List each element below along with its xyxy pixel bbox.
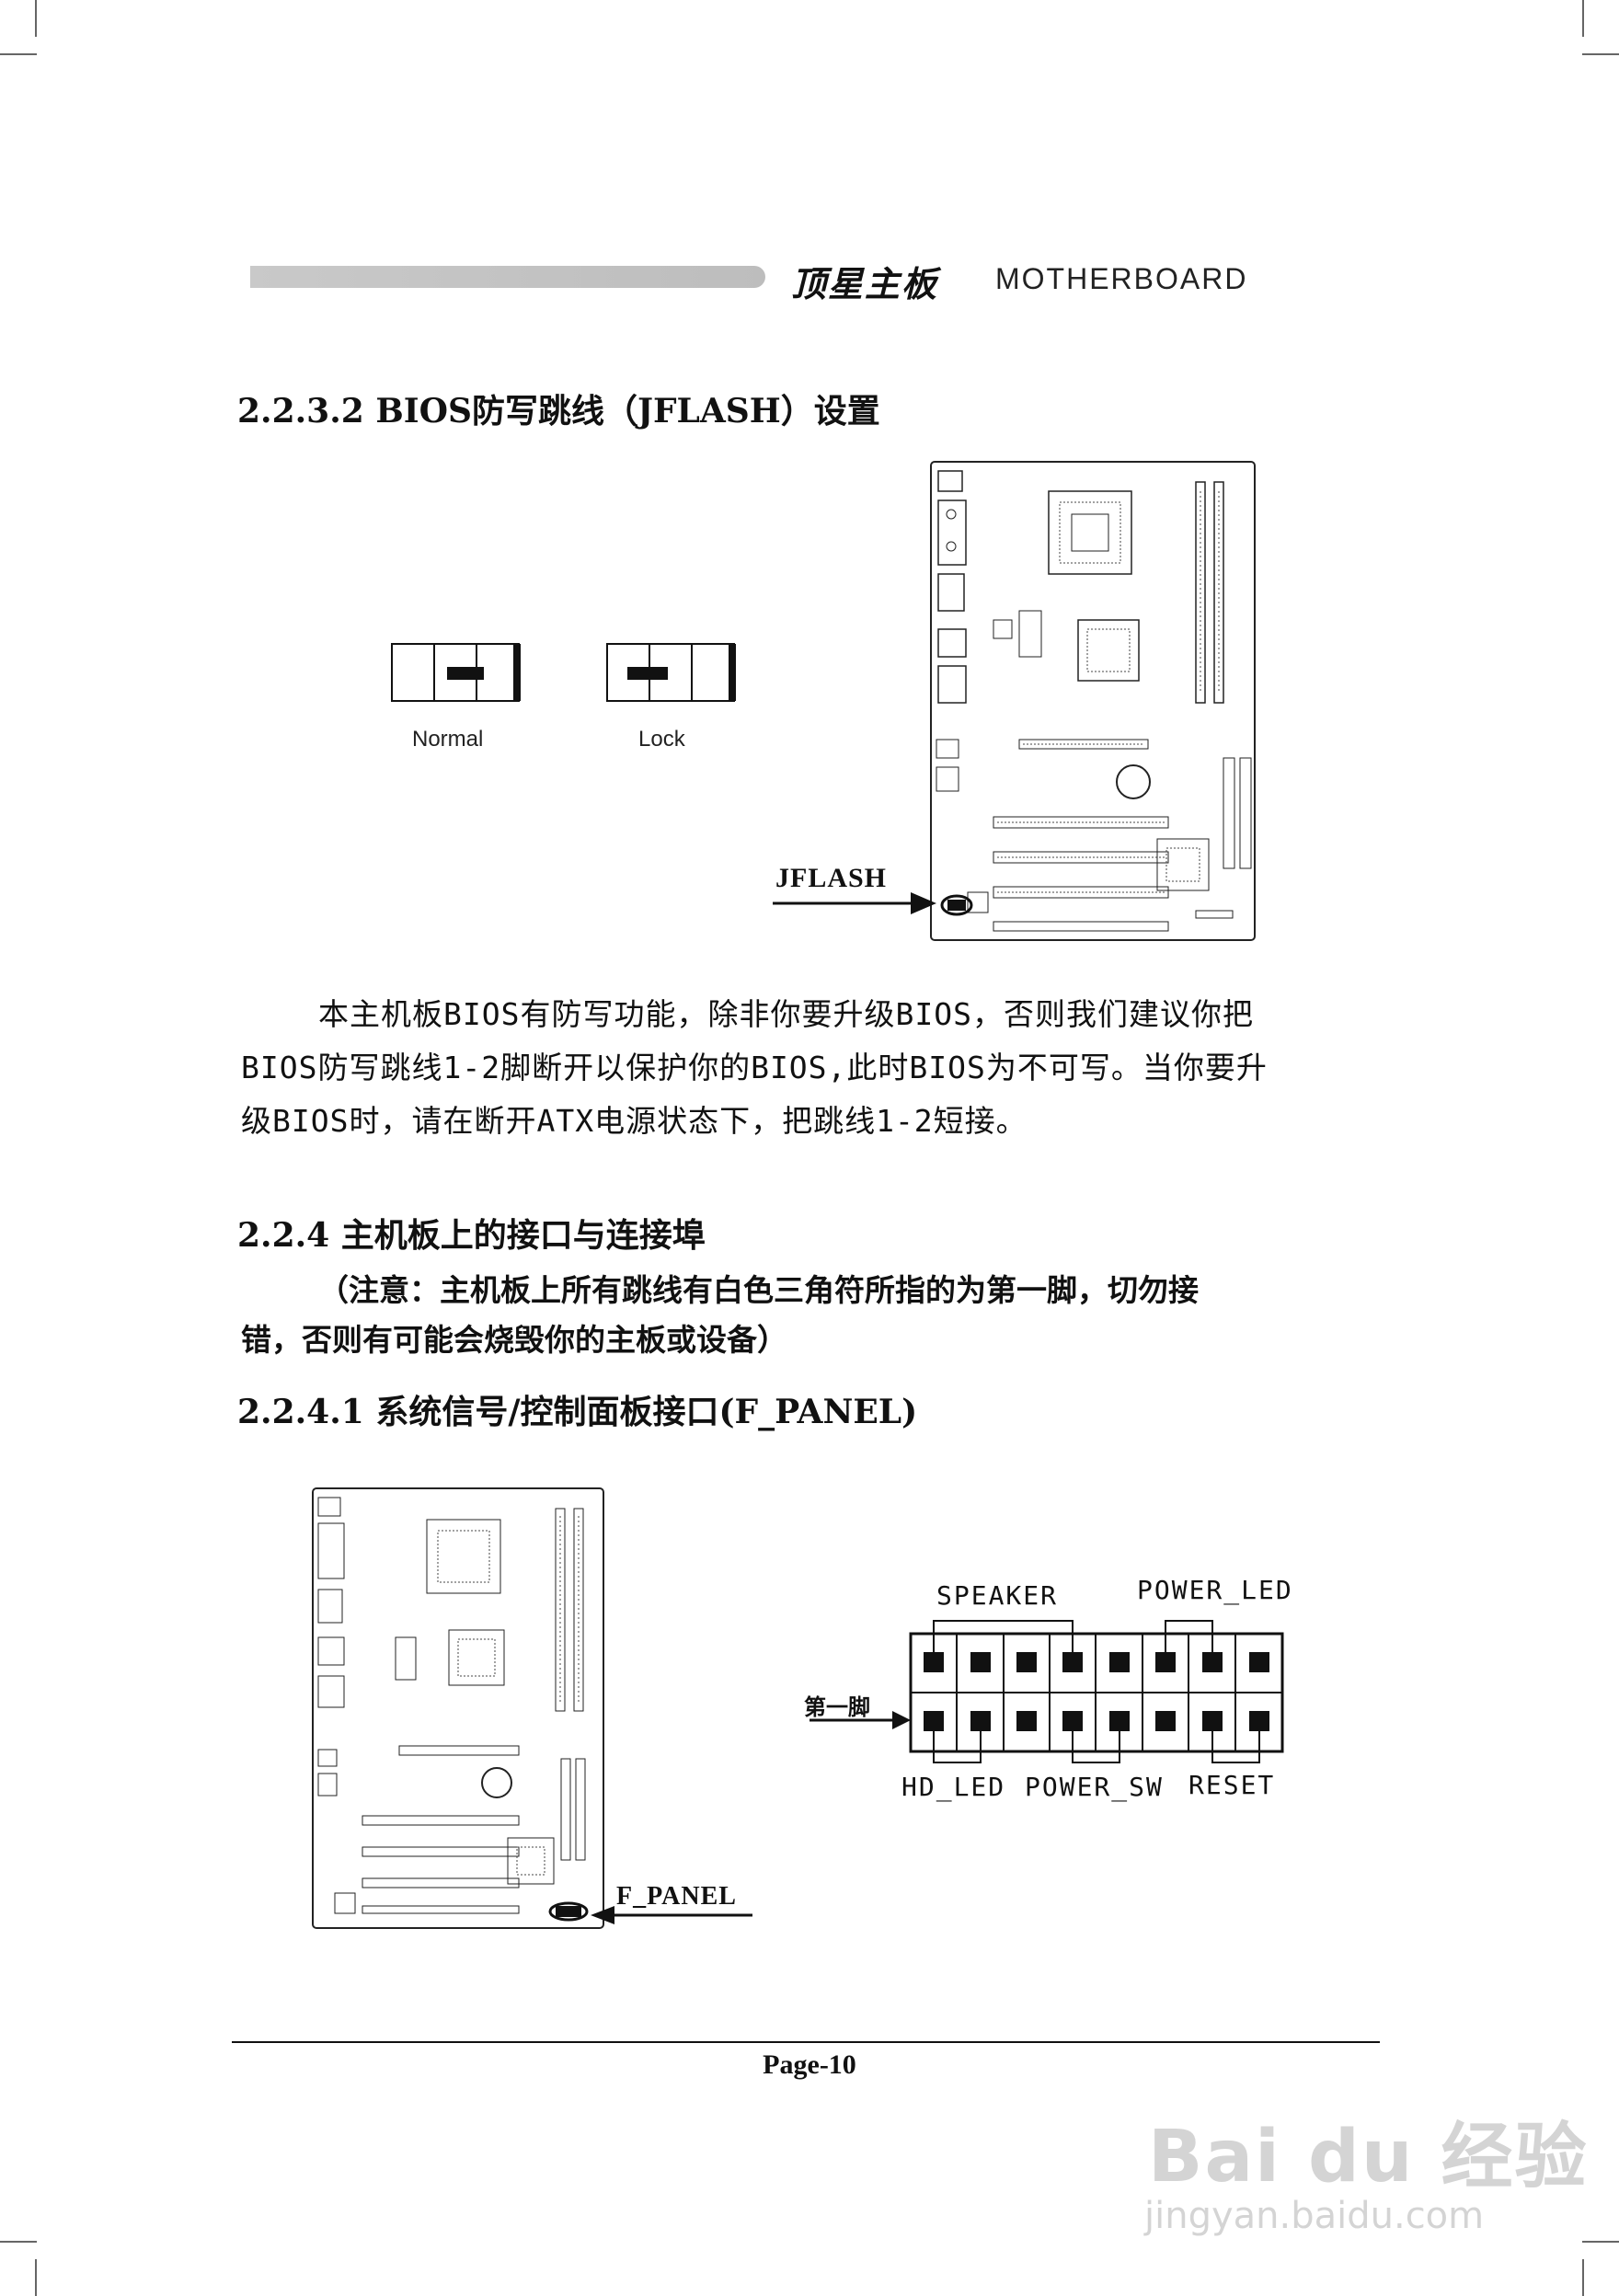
paragraph-line-1: 本主机板BIOS有防写功能，除非你要升级BIOS，否则我们建议你把 [318,996,1254,1032]
note-line-1: （注意：主机板上所有跳线有白色三角符所指的为第一脚，切勿接 [318,1272,1199,1308]
watermark-logo: Bai du 经验 [1148,2116,1589,2198]
jflash-callout-label: JFLASH [775,863,888,893]
jflash-arrow [773,892,936,914]
watermark-url: jingyan.baidu.com [1144,2195,1485,2237]
hd-led-label: HD_LED [901,1772,1006,1802]
section-subtitle-fpanel: 2.2.4.1 系统信号/控制面板接口(F_PANEL) [237,1393,918,1431]
reset-label: RESET [1188,1770,1276,1800]
speaker-label: SPEAKER [936,1580,1059,1611]
jumper-normal-label: Normal [412,727,484,752]
page-number: Page-10 [763,2049,856,2080]
first-pin-label: 第一脚 [804,1694,870,1720]
brand-logo: 顶星主板 [791,264,939,304]
motherboard-diagram-jflash [930,461,1256,941]
motherboard-diagram-fpanel [312,1487,604,1929]
fpanel-arrow [591,1906,752,1924]
section-title-connectors: 2.2.4 主机板上的接口与连接埠 [237,1216,706,1255]
paragraph-line-2: BIOS防写跳线1-2脚断开以保护你的BIOS,此时BIOS为不可写。当你要升 [241,1050,1268,1085]
connectors-note: （注意：主机板上所有跳线有白色三角符所指的为第一脚，切勿接 错，否则有可能会烧毁… [241,1266,1382,1365]
power-sw-label: POWER_SW [1025,1772,1164,1802]
note-line-2: 错，否则有可能会烧毁你的主板或设备） [241,1322,787,1358]
jflash-paragraph: 本主机板BIOS有防写功能，除非你要升级BIOS，否则我们建议你把 BIOS防写… [241,988,1382,1148]
jumper-lock-label: Lock [638,727,685,752]
jumper-lock-diagram [606,643,736,702]
section-title-jflash: 2.2.3.2 BIOS防写跳线（JFLASH）设置 [237,392,880,430]
footer-rule [232,2041,1380,2043]
header-bar [250,266,765,288]
power-led-label: POWER_LED [1137,1575,1293,1605]
fpanel-pin-header [810,1620,1284,1763]
paragraph-line-3: 级BIOS时，请在断开ATX电源状态下，把跳线1-2短接。 [241,1103,1028,1139]
fpanel-callout-label: F_PANEL [616,1882,737,1911]
brand-subtitle: MOTHERBOARD [995,262,1248,295]
jumper-diagrams [391,643,736,702]
jumper-normal-diagram [391,643,521,702]
